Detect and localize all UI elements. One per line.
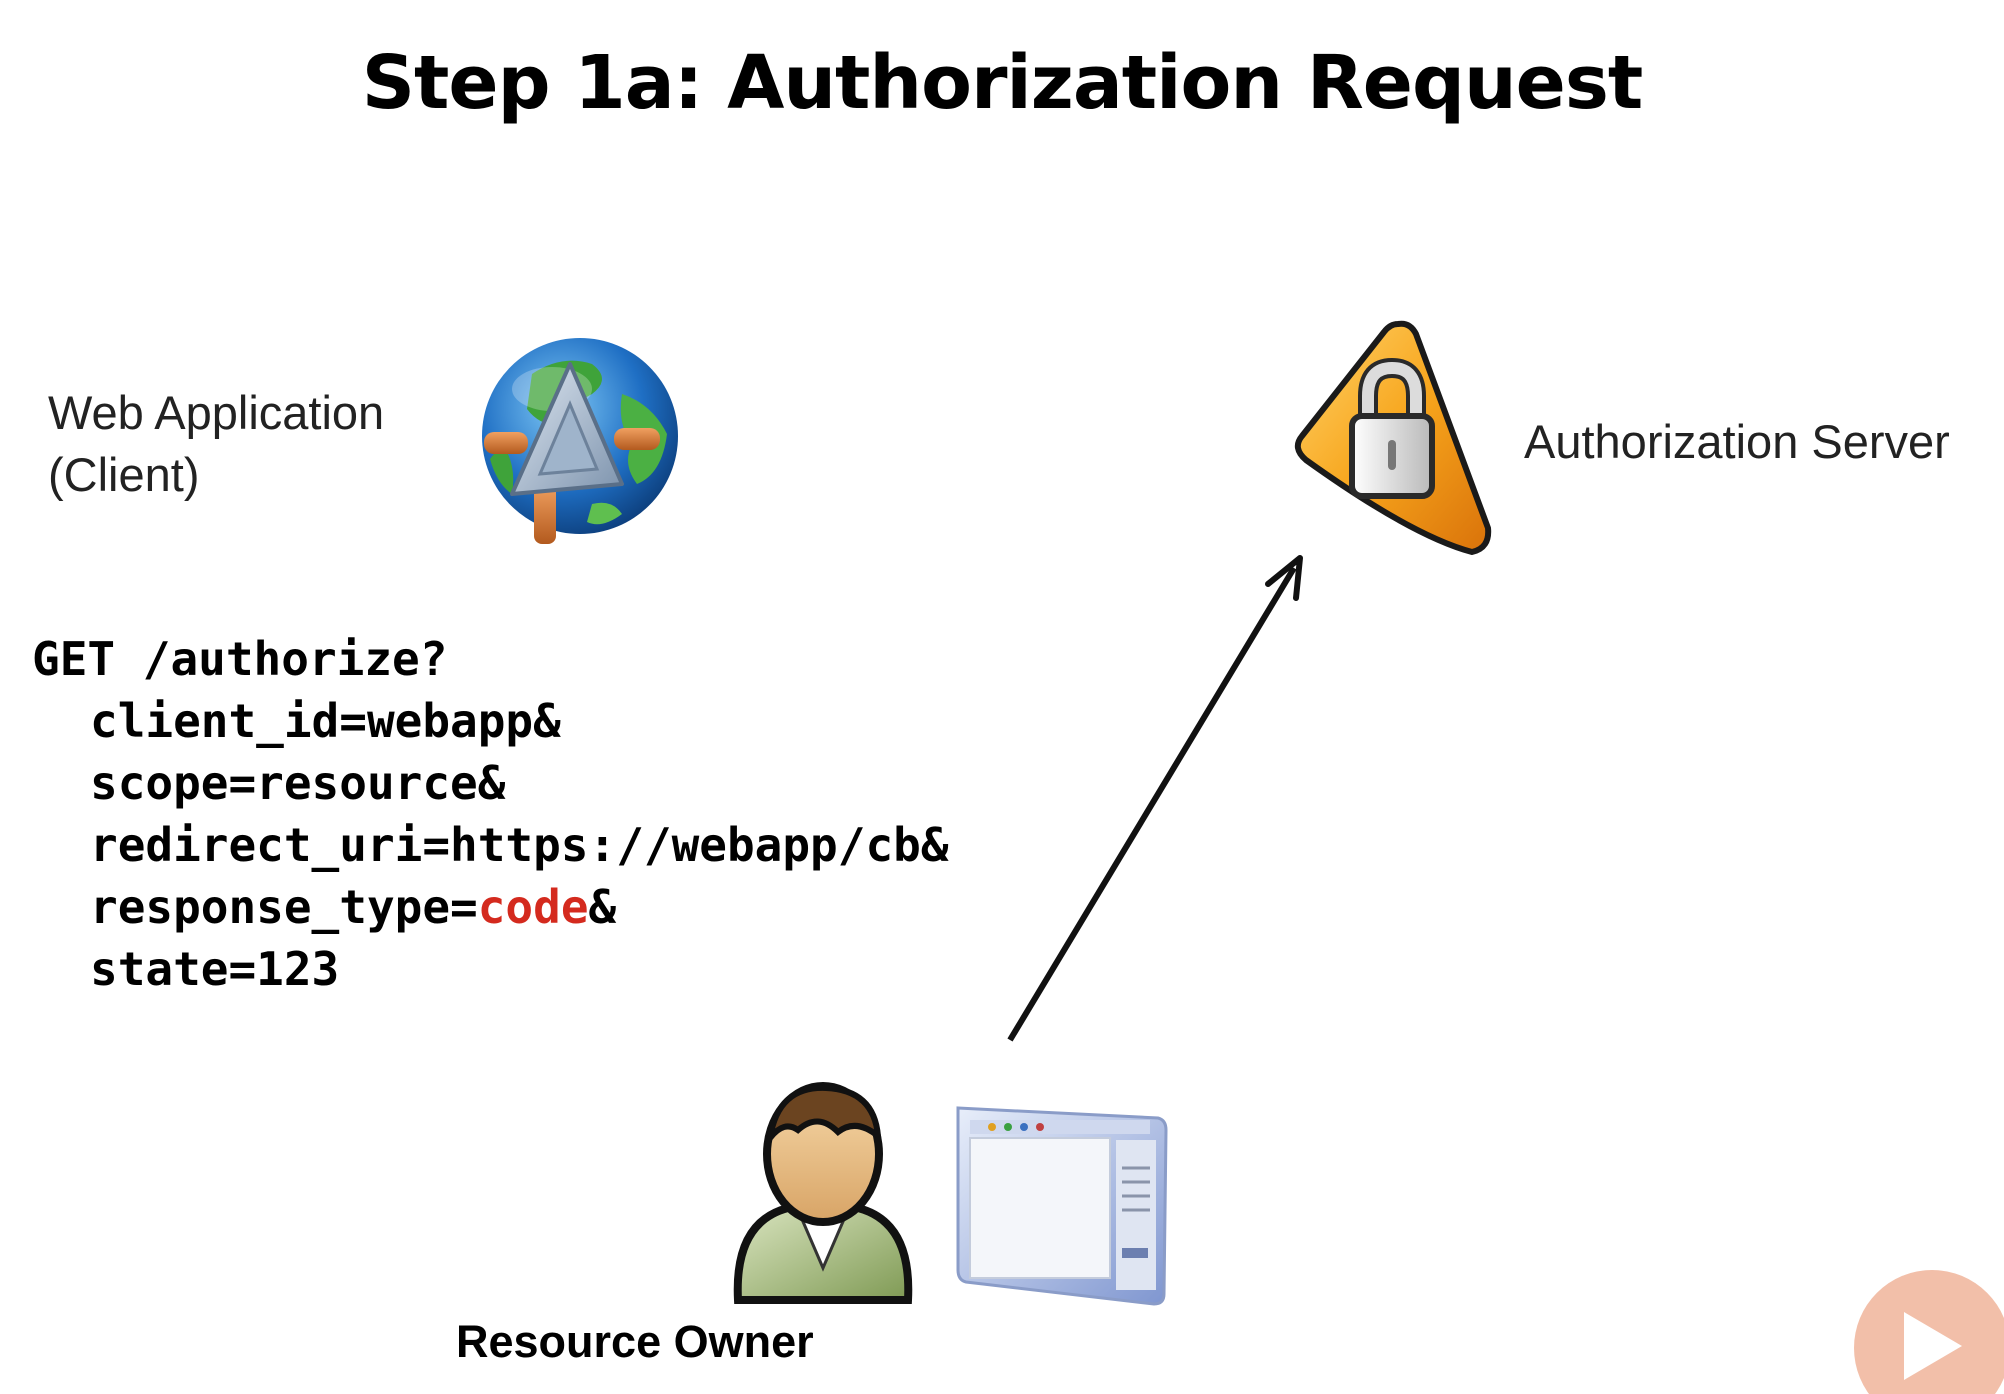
response-type-amp: & bbox=[588, 880, 617, 934]
response-type-value: code bbox=[477, 880, 589, 934]
request-param-scope: scope=resource& bbox=[90, 756, 506, 810]
client-label-line1: Web Application bbox=[48, 386, 385, 439]
request-param-redirect-uri: redirect_uri=https://webapp/cb& bbox=[90, 818, 949, 872]
arrow-line bbox=[1007, 566, 1297, 1042]
server-label: Authorization Server bbox=[1524, 415, 1950, 468]
person-icon bbox=[733, 1082, 913, 1304]
globe-app-icon bbox=[482, 338, 678, 544]
response-type-key: response_type= bbox=[90, 880, 478, 934]
request-param-client-id: client_id=webapp& bbox=[90, 694, 561, 748]
request-param-state: state=123 bbox=[90, 942, 340, 996]
play-icon[interactable] bbox=[1852, 1268, 2004, 1394]
warning-lock-icon bbox=[1294, 320, 1492, 555]
client-label: Web Application (Client) bbox=[48, 382, 384, 506]
browser-window-icon bbox=[956, 1106, 1168, 1306]
request-param-response-type: response_type=code& bbox=[32, 876, 949, 938]
arrow-head bbox=[1265, 555, 1303, 601]
owner-label: Resource Owner bbox=[456, 1316, 814, 1367]
slide-title: Step 1a: Authorization Request bbox=[361, 40, 1644, 126]
request-code: GET /authorize? client_id=webapp&scope=r… bbox=[32, 628, 949, 1000]
client-label-line2: (Client) bbox=[48, 448, 200, 501]
request-line-get: GET /authorize? bbox=[32, 632, 448, 686]
